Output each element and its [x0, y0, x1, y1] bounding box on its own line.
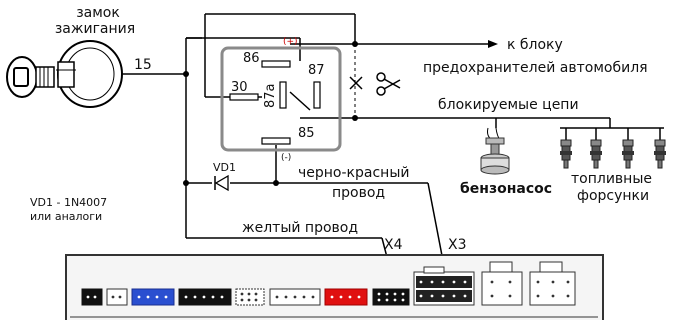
- junction-dot: [273, 180, 279, 186]
- fuel-injectors-label-1: топливные: [571, 171, 652, 187]
- connector-pin: [247, 298, 251, 302]
- terminal-15-label: 15: [134, 57, 152, 73]
- yellow-wire-label: желтый провод: [242, 220, 358, 236]
- connector-pin: [164, 295, 168, 299]
- connector-pin: [155, 295, 159, 299]
- pin-30-label: 30: [231, 80, 248, 95]
- connector-pin: [430, 280, 434, 284]
- connector-pin: [566, 280, 570, 284]
- pin-87-label: 87: [308, 63, 325, 78]
- connector-pin: [184, 295, 188, 299]
- connector-pin: [441, 294, 445, 298]
- connector-pin: [536, 280, 540, 284]
- connector-pin: [293, 295, 297, 299]
- scissors-icon: [349, 72, 401, 96]
- connector-pin: [193, 295, 197, 299]
- blocked-circuits-label: блокируемые цепи: [438, 97, 579, 113]
- connector-pin: [452, 294, 456, 298]
- connector-pin: [441, 280, 445, 284]
- connector-x3-label: X3: [448, 237, 467, 253]
- connector-pin: [385, 292, 389, 296]
- connector-pin: [254, 298, 258, 302]
- connector-pin: [220, 295, 224, 299]
- to-fuse-box-label-2: предохранителей автомобиля: [423, 60, 648, 76]
- connector-pin: [240, 298, 244, 302]
- pin-85-label: 85: [298, 126, 315, 141]
- connector-pin: [566, 294, 570, 298]
- pin-87a-label: 87a: [263, 83, 278, 108]
- connector-pin: [302, 295, 306, 299]
- connector-pin: [393, 292, 397, 296]
- polarity-minus-label: (-): [281, 153, 291, 163]
- to-fuse-box-label-1: к блоку: [507, 37, 563, 53]
- connector-pin: [401, 292, 405, 296]
- connector-pin: [463, 294, 467, 298]
- connector-pin: [284, 295, 288, 299]
- connector-pin: [254, 292, 258, 296]
- ignition-lock-label-1: замок: [76, 5, 120, 21]
- connector-pin: [377, 292, 381, 296]
- connector-pins: [86, 280, 570, 302]
- junction-dot: [183, 180, 189, 186]
- fuel-pump-icon: [480, 127, 510, 175]
- connector-pin: [393, 298, 397, 302]
- connector-pin: [275, 295, 279, 299]
- ignition-key-icon: [6, 40, 123, 108]
- fuel-injectors-label-2: форсунки: [577, 188, 649, 204]
- control-unit: [65, 254, 604, 320]
- polarity-plus-label: (+): [283, 37, 298, 47]
- connector-pin: [508, 294, 512, 298]
- diode-note-1: VD1 - 1N4007: [30, 196, 107, 209]
- connector-pin: [401, 298, 405, 302]
- diode-icon: [212, 174, 230, 192]
- connector-pin: [93, 295, 97, 299]
- connector-pin: [240, 292, 244, 296]
- junction-dot: [352, 115, 358, 121]
- connector-pin: [357, 295, 361, 299]
- connector-pin: [463, 280, 467, 284]
- connector-pin: [311, 295, 315, 299]
- black-red-wire-label-2: провод: [332, 185, 385, 201]
- connector-pin: [146, 295, 150, 299]
- black-red-wire-label-1: черно-красный: [298, 165, 409, 181]
- pin-86-label: 86: [243, 51, 260, 66]
- fuel-injector-icon: [560, 139, 666, 169]
- connector-pin: [247, 292, 251, 296]
- connector-pin: [377, 298, 381, 302]
- connector-pin: [430, 294, 434, 298]
- connector-pin: [348, 295, 352, 299]
- connector-pin: [211, 295, 215, 299]
- connector-pin: [385, 298, 389, 302]
- fuel-pump-label: бензонасос: [460, 181, 552, 197]
- connector-pin: [551, 294, 555, 298]
- connector-pin: [490, 280, 494, 284]
- connector-pin: [330, 295, 334, 299]
- relay: [220, 46, 342, 152]
- junction-dot: [352, 41, 358, 47]
- connector-pin: [137, 295, 141, 299]
- connector-pin: [419, 294, 423, 298]
- connector-pin: [508, 280, 512, 284]
- connector-x4-label: X4: [384, 237, 403, 253]
- junction-dot: [183, 71, 189, 77]
- connector-pin: [452, 280, 456, 284]
- connector-pin: [118, 295, 122, 299]
- connector-pin: [339, 295, 343, 299]
- diode-label: VD1: [213, 161, 236, 174]
- diode-note-2: или аналоги: [30, 210, 102, 223]
- ignition-lock-label-2: зажигания: [55, 21, 135, 37]
- connector-pin: [536, 294, 540, 298]
- connector-pin: [111, 295, 115, 299]
- connector-pin: [490, 294, 494, 298]
- connector-pin: [419, 280, 423, 284]
- connector-pin: [551, 280, 555, 284]
- connector-pin: [202, 295, 206, 299]
- connector-pin: [86, 295, 90, 299]
